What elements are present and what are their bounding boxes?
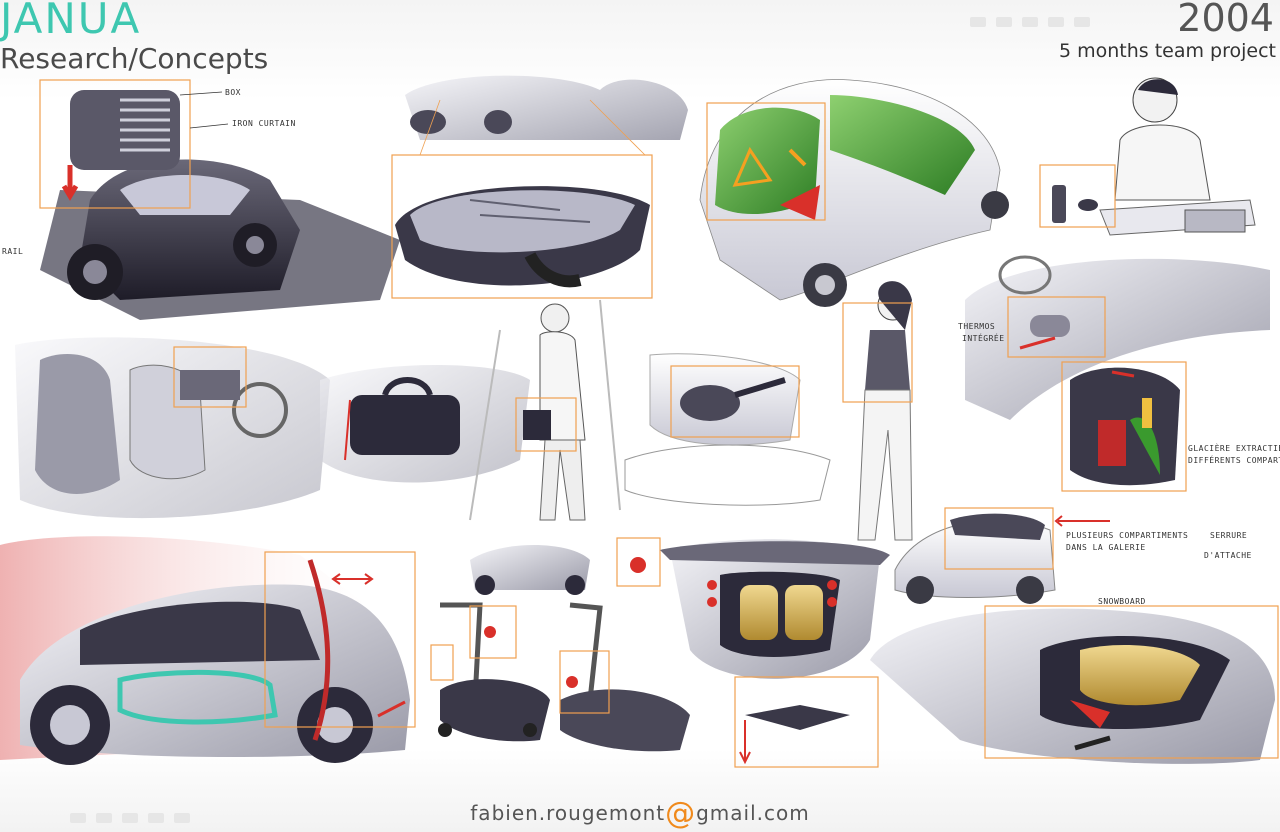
project-title: JANUA [0,0,142,43]
annotation-iron-curtain: IRON CURTAIN [232,119,296,128]
dashboard-thermos-sketch [965,255,1270,492]
door-bag-sketch [320,365,530,483]
footer-dots [70,808,200,827]
annotation-dans: DANS LA GALERIE [1066,543,1146,552]
annotation-rail: RAIL [2,247,24,256]
annotation-thermos: THERMOS [958,322,996,331]
annotation-attache: D'ATTACHE [1204,551,1252,560]
small-car-arrow-sketch [894,507,1110,604]
annotation-plusieurs: PLUSIEURS COMPARTIMENTS [1066,531,1189,540]
annotation-snowboard: SNOWBOARD [1098,597,1146,606]
businessman-sketch [469,299,621,521]
interior-seats-sketch [15,337,330,519]
project-duration: 5 months team project [1058,40,1276,62]
snowboard-roof-sketch [870,605,1279,764]
side-view-car-sketch [0,536,416,765]
annotation-box: BOX [225,88,241,97]
fold-mechanism-sketch [624,353,831,506]
header-dots [970,12,1100,31]
email-name: fabien.rougemont [470,801,666,825]
annotation-serrure: SERRURE [1210,531,1248,540]
email-domain: gmail.com [696,801,810,825]
standing-woman-sketch [842,281,913,541]
annotation-glaciere: GLACIÈRE EXTRACTIBLE [1188,444,1280,453]
chassis-floor-sketch [391,75,688,299]
project-year: 2004 [1177,0,1274,40]
box-concept-sketch [39,79,400,320]
contact-email: fabien.rougemont@gmail.com [0,796,1280,831]
project-subtitle: Research/Concepts [0,42,269,75]
desk-person-sketch [1039,77,1256,236]
at-symbol: @ [665,796,697,831]
scooter-sketches [430,537,690,752]
annotation-integree: INTÉGRÉE [962,334,1005,343]
annotation-differents: DIFFÉRENTS COMPARTIM. [1188,456,1280,465]
green-hatch-sketch [699,79,1009,307]
rear-trunk-sketch [660,539,890,768]
